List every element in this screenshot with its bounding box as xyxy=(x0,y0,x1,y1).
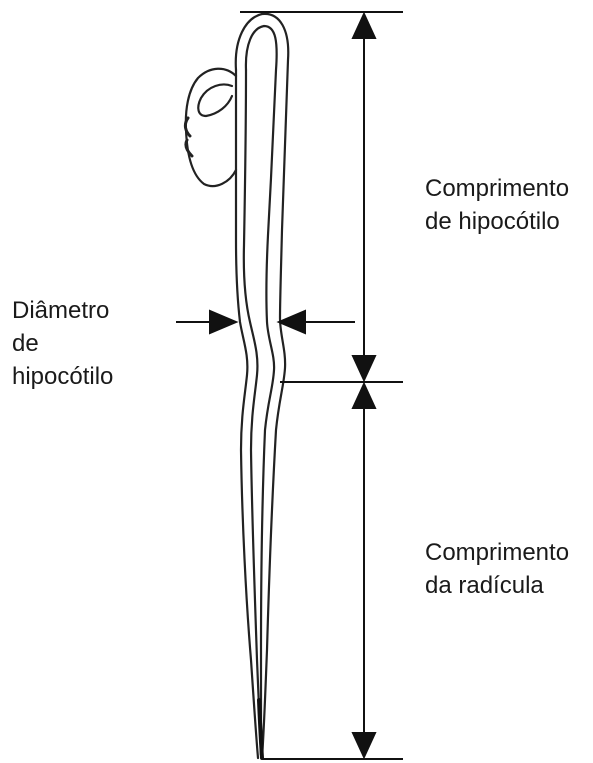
hypocotyl-diameter-label-line-1: Diâmetro xyxy=(12,294,113,327)
radicle-length-arrow-bottom xyxy=(353,733,375,757)
hypocotyl-length-label: Comprimento de hipocótilo xyxy=(425,172,569,238)
measurement-annotations xyxy=(176,12,403,759)
hypocotyl-length-label-line-1: Comprimento xyxy=(425,172,569,205)
radicle-length-arrow-top xyxy=(353,384,375,408)
hypocotyl-length-label-line-2: de hipocótilo xyxy=(425,205,569,238)
cotyledon-inner-fold xyxy=(198,85,232,117)
diameter-arrow-left xyxy=(210,311,236,333)
radicle-length-label-line-2: da radícula xyxy=(425,569,569,602)
hypocotyl-diameter-label: Diâmetro de hipocótilo xyxy=(12,294,113,393)
cotyledon-outline xyxy=(186,69,236,186)
stem-left-edge xyxy=(236,70,258,758)
radicle-length-label: Comprimento da radícula xyxy=(425,536,569,602)
hypocotyl-length-arrow-top xyxy=(353,14,375,38)
hypocotyl-diameter-label-line-2: de xyxy=(12,327,113,360)
hypocotyl-length-arrow-bottom xyxy=(353,356,375,380)
stem-left-inner-edge xyxy=(244,70,261,755)
radicle-length-label-line-1: Comprimento xyxy=(425,536,569,569)
diameter-arrow-right xyxy=(279,311,305,333)
seedling-drawing xyxy=(185,14,288,758)
hypocotyl-diameter-label-line-3: hipocótilo xyxy=(12,360,113,393)
